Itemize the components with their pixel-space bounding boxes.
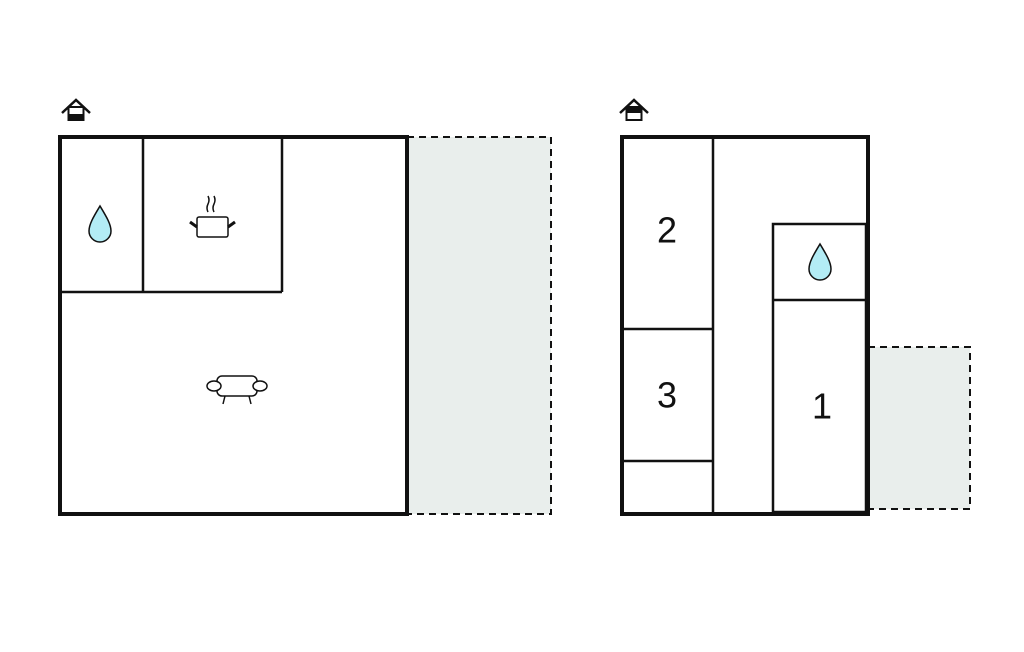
- upper-floor: 2 3 1: [619, 98, 971, 516]
- cooking-pot-icon: [189, 195, 236, 238]
- room-label-2: 2: [657, 210, 677, 251]
- room-label-1: 1: [812, 386, 832, 427]
- water-drop-icon: [88, 204, 112, 243]
- room-label-3: 3: [657, 375, 677, 416]
- outer-wall: [620, 135, 870, 516]
- outer-wall: [58, 135, 409, 516]
- balcony: [867, 346, 971, 510]
- water-drop-icon: [808, 242, 832, 281]
- ground-floor: [58, 98, 552, 516]
- sofa-icon: [206, 375, 268, 405]
- house-ground-floor-icon: [61, 98, 91, 121]
- terrace: [406, 136, 552, 515]
- house-upper-floor-icon: [619, 98, 649, 121]
